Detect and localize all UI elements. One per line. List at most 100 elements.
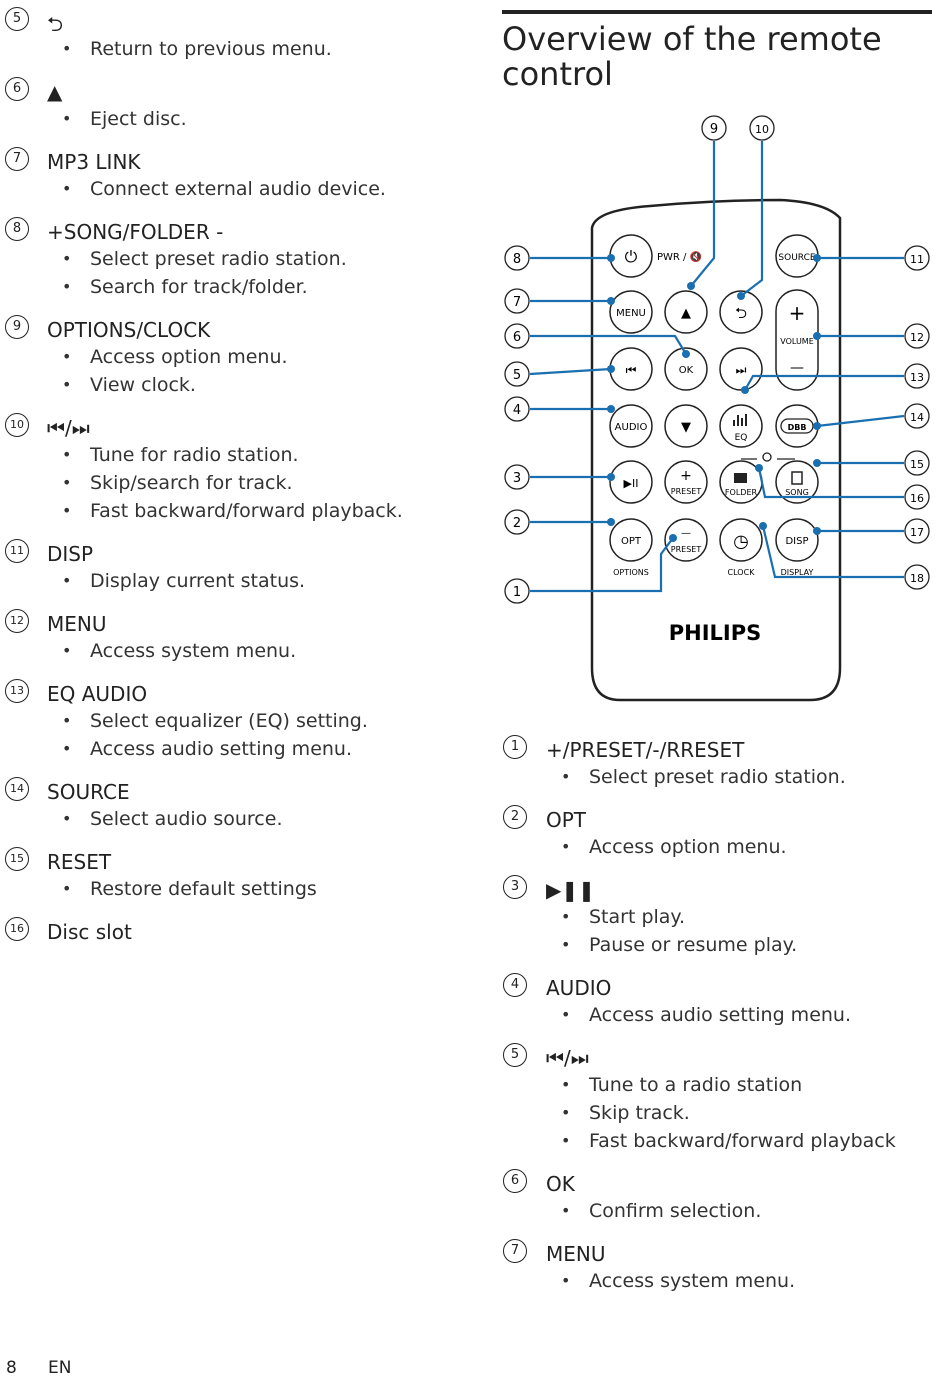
bullet-icon: •: [62, 809, 72, 828]
item-bullet: Select preset radio station.: [90, 248, 347, 270]
callout-circle: [904, 403, 930, 429]
clock-label: CLOCK: [728, 568, 756, 577]
item-title: OPT: [546, 808, 587, 832]
callout-anchor-dot: [607, 473, 615, 481]
pwr-mute-label: PWR / 🔇: [657, 250, 702, 263]
search-magnifier-icon: [762, 452, 772, 462]
callout-number: 11: [910, 253, 924, 266]
callout-number: 3: [513, 471, 521, 486]
callout-circle: [504, 509, 530, 535]
item-bullet: Select equalizer (EQ) setting.: [90, 710, 368, 732]
audio-label: AUDIO: [615, 422, 648, 433]
bullet-icon: •: [62, 571, 72, 590]
callout-anchor-dot: [759, 522, 767, 530]
bullet-icon: •: [62, 375, 72, 394]
preset-plus-icon: +: [680, 468, 692, 484]
item-title: ▲: [47, 80, 63, 104]
up-icon: ▲: [681, 306, 691, 321]
item-title: ⮌: [47, 12, 64, 36]
folder-label: FOLDER: [725, 488, 758, 497]
item-number-badge: 4: [503, 973, 527, 997]
callout-circle: [701, 115, 727, 141]
item-bullet: Access system menu.: [90, 640, 297, 662]
item-number-badge: 2: [503, 805, 527, 829]
options-label: OPTIONS: [613, 568, 649, 577]
item-number-badge: 9: [5, 315, 29, 339]
item-bullet: Tune for radio station.: [90, 444, 299, 466]
callout-circle: [504, 361, 530, 387]
callout-number: 1: [513, 585, 521, 600]
eq-bars-icon: [733, 414, 747, 426]
item-bullet: Eject disc.: [90, 108, 187, 130]
song-button: [775, 460, 819, 504]
item-bullet: View clock.: [90, 374, 196, 396]
callout-circle: [504, 464, 530, 490]
item-title: SOURCE: [47, 780, 130, 804]
preset-minus-icon: —: [681, 528, 691, 539]
item-title: +SONG/FOLDER -: [47, 220, 224, 244]
callout-anchor-dot: [607, 405, 615, 413]
disp-button: [775, 518, 819, 562]
callout-number: 10: [755, 123, 769, 136]
callout-anchor-dot: [813, 332, 821, 340]
callout-circle: [504, 288, 530, 314]
item-bullet: Select preset radio station.: [589, 766, 846, 788]
callout-number: 6: [513, 330, 521, 345]
eq-label: EQ: [735, 433, 748, 443]
power-icon: ⏻: [625, 247, 638, 266]
callout-leader-line: [690, 141, 716, 287]
callout-leader-line: [740, 141, 764, 297]
callout-anchor-dot: [607, 518, 615, 526]
callout-number: 16: [910, 492, 924, 505]
item-bullet: Access option menu.: [589, 836, 787, 858]
display-label: DISPLAY: [781, 568, 814, 577]
callout-leader-line: [529, 367, 612, 376]
callout-leader-line: [757, 467, 904, 499]
bullet-icon: •: [561, 767, 571, 786]
volume-label: VOLUME: [780, 337, 814, 346]
bullet-icon: •: [561, 935, 571, 954]
item-bullet: Access option menu.: [90, 346, 288, 368]
callout-number: 15: [910, 458, 924, 471]
item-bullet: Confirm selection.: [589, 1200, 762, 1222]
item-title: +/PRESET/-/RRESET: [546, 738, 745, 762]
item-number-badge: 11: [5, 539, 29, 563]
callout-circle: [904, 363, 930, 389]
song-label: SONG: [785, 488, 809, 497]
opt-button: [609, 518, 653, 562]
item-bullet: Skip/search for track.: [90, 472, 293, 494]
disp-label: DISP: [785, 536, 808, 547]
callout-leader-line: [816, 414, 905, 428]
callout-circle: [504, 245, 530, 271]
callout-anchor-dot: [813, 527, 821, 535]
item-number-badge: 7: [5, 147, 29, 171]
callout-number: 17: [910, 526, 924, 539]
item-bullet: Search for track/folder.: [90, 276, 308, 298]
callout-anchor-dot: [607, 365, 615, 373]
preset-minus-button: [664, 518, 708, 562]
item-title: MENU: [546, 1242, 606, 1266]
item-number-badge: 5: [5, 7, 29, 31]
callout-number: 12: [910, 331, 924, 344]
item-bullet: Access audio setting menu.: [90, 738, 353, 760]
callout-circle: [904, 323, 930, 349]
bullet-icon: •: [62, 445, 72, 464]
callout-circle: [904, 450, 930, 476]
callout-circle: [904, 484, 930, 510]
item-number-badge: 10: [5, 413, 29, 437]
item-title: DISP: [47, 542, 94, 566]
item-bullet: Skip track.: [589, 1102, 690, 1124]
bullet-icon: •: [62, 501, 72, 520]
item-bullet: Tune to a radio station: [589, 1074, 803, 1096]
item-number-badge: 6: [503, 1169, 527, 1193]
callout-anchor-dot: [687, 282, 695, 290]
callout-number: 5: [513, 368, 521, 383]
language-code: EN: [48, 1358, 72, 1378]
item-number-badge: 6: [5, 77, 29, 101]
callout-anchor-dot: [813, 459, 821, 467]
audio-button: [609, 404, 653, 448]
callout-number: 7: [513, 295, 521, 310]
down-button: [664, 404, 708, 448]
bullet-icon: •: [62, 473, 72, 492]
prev-icon: ⏮: [626, 363, 637, 377]
